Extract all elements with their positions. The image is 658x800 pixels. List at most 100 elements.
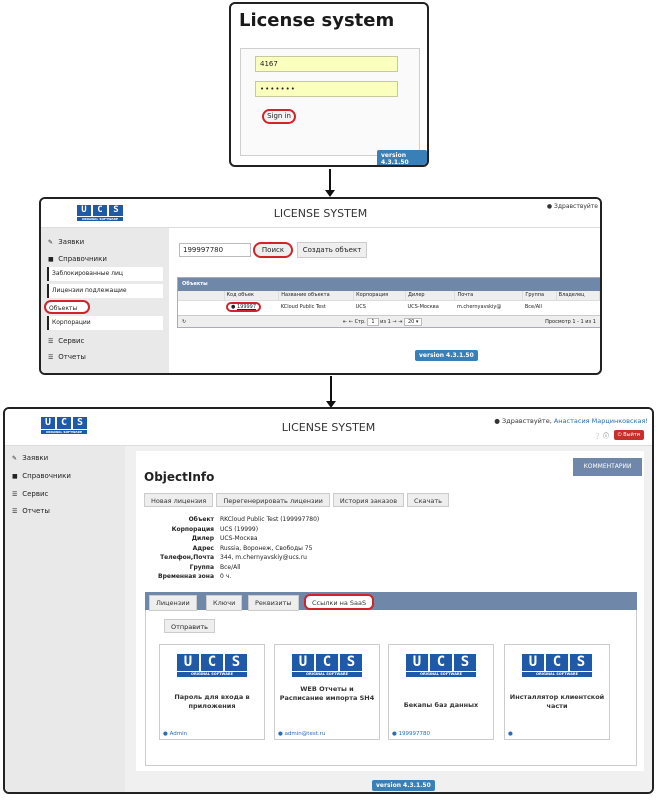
sidebar-item-service[interactable]: ☰ Сервис	[41, 337, 169, 345]
comments-button[interactable]: КОММЕНТАРИИ	[573, 458, 642, 476]
detail-label: Корпорация	[171, 525, 214, 533]
card-title: Инсталлятор клиентской части	[509, 693, 605, 710]
object-code-link[interactable]: ● 199997	[226, 301, 262, 312]
sidebar-item-reports[interactable]: ☰ Отчеты	[41, 353, 169, 361]
logo-subtitle: ORIGINAL SOFTWARE	[522, 672, 592, 677]
username-input[interactable]: 4167	[255, 56, 398, 72]
table-row[interactable]: ● 199997 KCloud Public Test UCS UCS-Моск…	[178, 299, 600, 313]
sidebar-item-reports[interactable]: ☰ Отчеты	[5, 507, 125, 515]
greeting: ● Здравствуйте, Анастасия Марцинковская!	[494, 417, 648, 425]
logo-letter: U	[177, 654, 199, 671]
pager-size-select[interactable]: 20 ▾	[403, 318, 423, 326]
pager-controls: ⇤ ← Стр. 1 из 1 → ⇥ 20 ▾	[343, 318, 423, 326]
table-cell: UCS-Москва	[405, 299, 455, 313]
book-icon: ■	[48, 256, 54, 263]
search-button[interactable]: Поиск	[253, 242, 293, 258]
card-title: Бекапы баз данных	[403, 701, 479, 709]
flow-arrow-2	[326, 376, 336, 408]
ucs-logo: U C S ORIGINAL SOFTWARE	[41, 417, 87, 434]
card-footer: ●	[508, 731, 513, 737]
logout-button[interactable]: ⏻ Выйти	[613, 430, 644, 440]
create-object-button[interactable]: Создать объект	[297, 242, 367, 258]
download-button[interactable]: Скачать	[407, 493, 449, 507]
column-header[interactable]: Код объек	[224, 291, 280, 300]
logo-letter: C	[93, 205, 107, 216]
card-footer-text: admin@test.ru	[284, 731, 326, 737]
object-code[interactable]: 199997	[236, 303, 257, 310]
user-name-link[interactable]: Анастасия Марцинковская!	[553, 417, 648, 425]
action-toolbar: Новая лицензия Перегенерировать лицензии…	[144, 493, 449, 507]
sidebar: ✎ Заявки ■ Справочники ☰ Сервис ☰ Отчеты	[5, 446, 125, 792]
detail-label: Телефон,Почта	[160, 554, 214, 561]
logo-letter: C	[546, 654, 568, 671]
logo-letter: S	[225, 654, 247, 671]
sidebar-label: Отчеты	[22, 507, 50, 515]
tab-keys[interactable]: Ключи	[206, 595, 243, 611]
sidebar-item-service[interactable]: ☰ Сервис	[5, 490, 125, 498]
table-cell[interactable]: ● 199997	[224, 299, 279, 313]
column-header[interactable]: Корпорация	[353, 291, 406, 300]
info-icon[interactable]: ⓘ	[602, 433, 609, 440]
refresh-icon[interactable]: ↻	[182, 319, 187, 325]
sidebar-label: Отчеты	[58, 353, 86, 361]
detail-value: 344, m.chernyavskiy@ucs.ru	[220, 554, 307, 561]
column-header[interactable]	[178, 291, 225, 300]
version-badge: version 4.3.1.50	[415, 350, 478, 361]
table-cell: m.chernyavskiy@	[454, 299, 523, 313]
sidebar-sub-corporations[interactable]: Корпорации	[47, 316, 163, 330]
app-title: LICENSE SYSTEM	[273, 207, 368, 220]
table-cell: Все/All	[522, 299, 557, 313]
app-header: U C S ORIGINAL SOFTWARE LICENSE SYSTEM ●…	[5, 409, 652, 446]
pager-next-icon[interactable]: → ⇥	[392, 319, 403, 325]
detail-value: RKCloud Public Test (199997780)	[220, 516, 320, 523]
sidebar-label: Заявки	[22, 454, 49, 462]
pager-size-value: 20	[407, 319, 415, 325]
pager-page-input[interactable]: 1	[367, 318, 379, 326]
sidebar-item-requests[interactable]: ✎ Заявки	[5, 454, 125, 462]
edit-icon: ✎	[48, 239, 54, 246]
tab-requisites[interactable]: Реквизиты	[248, 595, 299, 611]
column-header[interactable]: Название объекта	[278, 291, 355, 300]
password-input[interactable]: •••••••	[255, 81, 398, 97]
send-button[interactable]: Отправить	[164, 619, 215, 633]
sidebar-sub-objects[interactable]: Объекты	[44, 300, 90, 314]
tab-saas-links[interactable]: Ссылки на SaaS	[304, 594, 375, 610]
sign-in-button[interactable]: Sign in	[262, 109, 296, 124]
logo-subtitle: ORIGINAL SOFTWARE	[292, 672, 362, 677]
table-cell	[178, 299, 224, 313]
tab-licenses[interactable]: Лицензии	[149, 595, 197, 611]
sidebar-item-directories[interactable]: ■ Справочники	[5, 472, 125, 480]
detail-row: Телефон,Почта 344, m.chernyavskiy@ucs.ru	[144, 553, 319, 563]
new-license-button[interactable]: Новая лицензия	[144, 493, 214, 507]
column-header[interactable]: Группа	[522, 291, 557, 300]
object-search-input[interactable]: 199997780	[179, 243, 251, 257]
card-footer-text: Admin	[169, 731, 188, 737]
column-header[interactable]: Дилер	[405, 291, 456, 300]
pager-prev-icon[interactable]: ⇤ ←	[343, 319, 353, 325]
logo-subtitle: ORIGINAL SOFTWARE	[41, 430, 87, 434]
sidebar-sub-blocked[interactable]: Заблокированные лиц	[47, 267, 163, 281]
column-header[interactable]: Почта	[454, 291, 524, 300]
sidebar: ✎ Заявки ■ Справочники Заблокированные л…	[41, 228, 169, 373]
sidebar-sub-licenses-to-block[interactable]: Лицензии подлежащие блокировке	[47, 284, 163, 308]
grid-pager: ↻ ⇤ ← Стр. 1 из 1 → ⇥ 20 ▾ Просмотр 1 - …	[178, 315, 600, 327]
sidebar-item-requests[interactable]: ✎ Заявки	[41, 238, 169, 246]
list-icon: ☰	[12, 491, 18, 498]
help-icon[interactable]: ❔	[593, 433, 602, 440]
order-history-button[interactable]: История заказов	[332, 493, 405, 507]
detail-label: Группа	[189, 563, 214, 571]
user-icon: ●	[494, 417, 503, 425]
column-header[interactable]: Владелец	[556, 291, 600, 300]
sidebar-item-directories[interactable]: ■ Справочники	[41, 255, 169, 263]
regenerate-licenses-button[interactable]: Перегенерировать лицензии	[216, 493, 330, 507]
logo-letter: C	[430, 654, 452, 671]
